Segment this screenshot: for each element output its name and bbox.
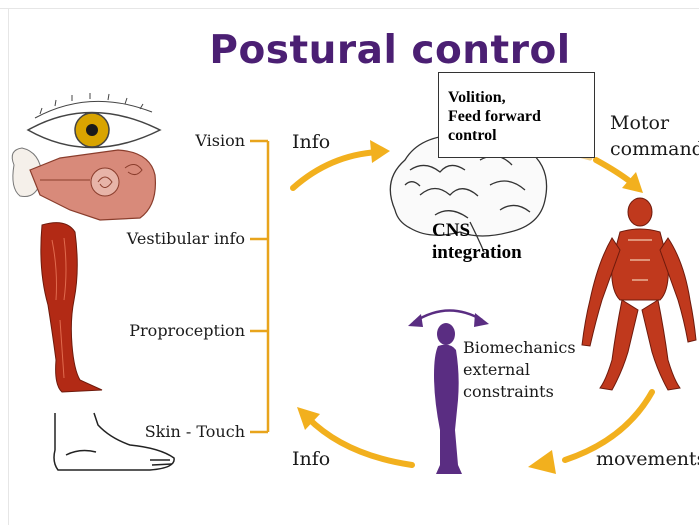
volition-label: Volition, Feed forward control	[448, 88, 593, 145]
leg-muscle-icon	[41, 223, 102, 392]
eye-icon	[28, 93, 160, 148]
sensory-bracket	[250, 141, 268, 432]
cns-integration-label: CNS integration	[432, 220, 582, 264]
sense-label-vision: Vision	[195, 131, 245, 150]
balance-arrow-right-head	[474, 313, 489, 327]
movements-label: movements	[596, 448, 699, 470]
motor-command-label: Motor command	[610, 110, 699, 162]
sense-label-skin-touch: Skin - Touch	[145, 422, 245, 441]
movements-arrow-right-head	[528, 450, 556, 474]
info-arrow-top-head	[370, 140, 390, 163]
motor-arrow	[596, 160, 632, 183]
info-label-top: Info	[292, 131, 330, 153]
balance-arrow-left-head	[408, 314, 423, 327]
sense-label-proprioception: Proproception	[129, 321, 245, 340]
info-arrow-top	[293, 152, 378, 188]
ear-icon	[12, 148, 155, 220]
biomechanics-label: Biomechanics external constraints	[463, 337, 613, 403]
info-label-bottom: Info	[292, 448, 330, 470]
sense-label-vestibular: Vestibular info	[127, 229, 245, 248]
balance-arrow	[414, 310, 482, 322]
human-silhouette-icon	[434, 323, 462, 474]
